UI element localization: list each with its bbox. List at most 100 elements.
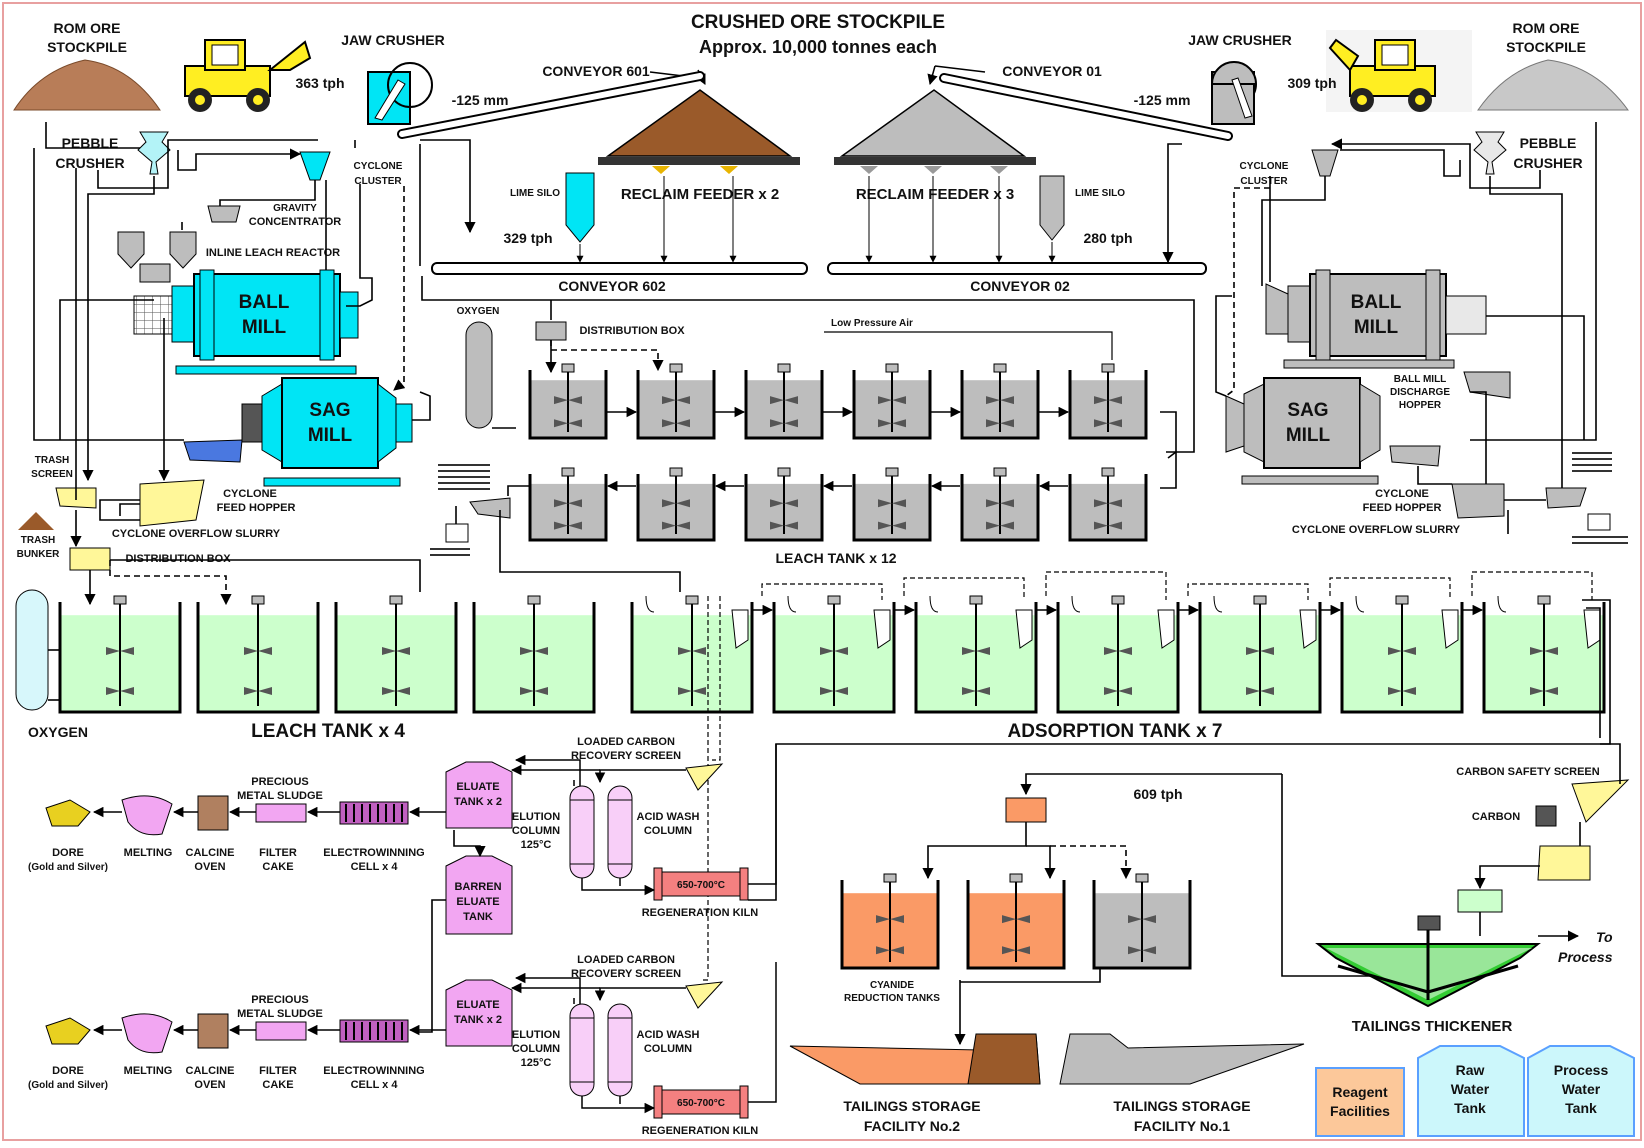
leach-12-tank-12 [1068, 467, 1148, 542]
cyclone-overflow-left-label: CYCLONE OVERFLOW SLURRY [112, 528, 281, 540]
cyclone-feed-hopper-left-label-1: CYCLONE [223, 488, 277, 500]
leach-12-tank-1-impeller [554, 396, 582, 405]
leach-12-tank-3-motor [777, 363, 791, 373]
leach-12-tank-2 [636, 363, 716, 440]
loaded-carbon-screen-icon [685, 981, 724, 1009]
interstage-screen-2 [873, 609, 891, 649]
loaded-carbon-line-2 [700, 596, 709, 981]
lime-rate-right: 280 tph [1083, 230, 1132, 246]
sag-mill-left [183, 377, 413, 487]
dore-label-2: (Gold and Silver) [28, 1080, 108, 1091]
pebble-crusher-right-label-2: CRUSHER [1513, 155, 1582, 171]
adsorption-tank-3-impeller [962, 687, 990, 695]
leach-12-tank-4-impeller [878, 419, 906, 428]
cyanide-tank-2-impeller [1002, 915, 1030, 924]
filter-cake-label-2: CAKE [262, 1079, 293, 1091]
pebble-crusher-right-label-1: PEBBLE [1520, 135, 1577, 151]
loaded-carbon-screen-label-1: LOADED CARBON [577, 954, 675, 966]
distribution-box-upper [535, 321, 567, 341]
acid-wash-column-label-1: ACID WASH [637, 811, 700, 823]
hatch-right-lower [1572, 536, 1628, 546]
cyanide-tank-2 [966, 873, 1066, 970]
tailings-section: 609 tph CYANIDE REDUCTION TANKS TAILINGS… [789, 743, 1630, 1134]
carbon-advance-line [1187, 583, 1309, 600]
elution-column-label-1: ELUTION [512, 1029, 560, 1041]
product-size-left: -125 mm [452, 92, 509, 108]
adsorption-tank-5-impeller [1246, 687, 1274, 695]
leach-12-tank-6 [1068, 363, 1148, 440]
adsorption-tank-3-motor [969, 595, 983, 605]
conveyor-01 [939, 73, 1233, 141]
filter-cake-label-1: FILTER [259, 847, 297, 859]
leach-12-tank-8-impeller [662, 499, 690, 508]
inline-leach-reactor-label: INLINE LEACH REACTOR [206, 247, 340, 259]
loaded-carbon-screen-label-1: LOADED CARBON [577, 736, 675, 748]
cyanide-tank-1-motor [883, 873, 897, 883]
leach-12-tank-5-impeller [986, 419, 1014, 428]
eluate-tank-label-1: ELUATE [456, 781, 499, 793]
lime-silo-left [565, 172, 595, 243]
dore-label-1: DORE [52, 847, 84, 859]
eluate-tank-label-2: TANK x 2 [454, 1014, 502, 1026]
carbon-transfer-hook-4 [1071, 595, 1081, 613]
leach-4-tank-4 [472, 595, 596, 714]
leach-4-tank-2-motor [251, 595, 265, 605]
left-crushing-circuit: ROM ORE STOCKPILE JAW CRUSHER 363 tph -1… [13, 20, 808, 571]
trash-bunker-label-1: TRASH [21, 535, 55, 546]
pebble-crusher-right-icon [1473, 131, 1507, 175]
leach-12-tank-12-impeller [1094, 499, 1122, 508]
sag-mill-left-label-2: MILL [308, 425, 353, 446]
sag-mill-right-label-2: MILL [1286, 425, 1331, 446]
leach-12-tank-9 [744, 467, 824, 542]
barren-eluate-flowlines [418, 830, 486, 1033]
leach-12-tank-11-impeller [986, 521, 1014, 530]
barren-eluate-tank-label-2: ELUATE [456, 896, 499, 908]
distribution-box-upper-label: DISTRIBUTION BOX [579, 325, 685, 337]
tsf-2-embankment [967, 1033, 1041, 1085]
jaw-crusher-right-icon [1211, 61, 1257, 125]
rom-stockpile-right-label-1: ROM ORE [1513, 20, 1580, 36]
leach-12-tank-10-impeller [878, 499, 906, 508]
rom-stockpile-right-label-2: STOCKPILE [1506, 39, 1586, 55]
cyclone-cluster-left-icon [299, 151, 331, 181]
barren-eluate-tank-label-1: BARREN [454, 881, 501, 893]
leach-12-tank-7-motor [561, 467, 575, 477]
kiln-end-right [739, 1085, 749, 1119]
adsorption-tank-7 [1482, 595, 1606, 714]
distribution-dashed-line [550, 340, 664, 372]
carbon-safety-screen-label: CARBON SAFETY SCREEN [1456, 766, 1599, 778]
carbon-advance-line [1045, 571, 1167, 600]
leach-12-tank-3 [744, 363, 824, 440]
leach-12-tank-7-impeller [554, 499, 582, 508]
electrowinning-label-1: ELECTROWINNING [323, 1065, 424, 1077]
sag-mill-right-label-1: SAG [1287, 400, 1328, 421]
filter-cake-label-1: FILTER [259, 1065, 297, 1077]
ball-mill-left-label-2: MILL [242, 317, 287, 338]
right-grinding-flowlines [1162, 122, 1597, 534]
eluate-tank [445, 761, 513, 829]
kiln-temperature: 650-700°C [677, 1098, 725, 1109]
adsorption-tank-2 [772, 595, 896, 714]
conveyor-02-label: CONVEYOR 02 [970, 278, 1070, 294]
leach-12-tank-6-impeller [1094, 396, 1122, 405]
adsorption-tank-1 [630, 595, 754, 714]
melting-label: MELTING [124, 1065, 173, 1077]
leach-12-tank-10-impeller [878, 521, 906, 530]
leach-12-tank-1 [528, 363, 608, 440]
leach-12-hatch-upper [438, 460, 490, 490]
adsorption-7-label: ADSORPTION TANK x 7 [1007, 721, 1222, 742]
filter-cake-label-2: CAKE [262, 861, 293, 873]
leach-4-tank-3-motor [389, 595, 403, 605]
barren-eluate-tank-label-3: TANK [463, 911, 493, 923]
leach-12-tank-2-impeller [662, 396, 690, 405]
adsorption-tank-6-impeller [1388, 647, 1416, 655]
carbon-transfer-hook-1 [645, 595, 655, 613]
front-loader-right-icon [1326, 30, 1472, 112]
process-water-tank [1527, 1045, 1635, 1137]
leach-12-section: OXYGEN DISTRIBUTION BOX Low Pressure Air… [421, 276, 1195, 566]
lime-silo-right [1039, 175, 1065, 241]
rom-stockpile-left [13, 59, 161, 111]
to-process-label-2: Process [1558, 949, 1613, 965]
